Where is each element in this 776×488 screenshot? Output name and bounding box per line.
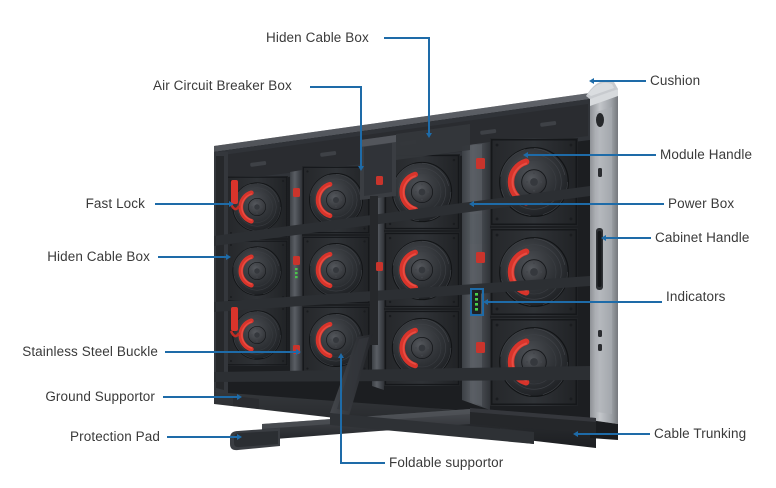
cushion-part	[586, 80, 618, 99]
label-protection-pad: Protection Pad	[70, 429, 160, 444]
leader-acb-h	[310, 86, 362, 88]
leader-hiden-cable-box-left	[158, 256, 228, 258]
label-cushion: Cushion	[650, 73, 701, 88]
arrowhead-stainless-steel-buckle	[296, 348, 301, 355]
label-fast-lock: Fast Lock	[85, 196, 145, 211]
label-indicators: Indicators	[666, 289, 726, 304]
leader-foldable-h	[340, 462, 385, 464]
arrowhead-cushion	[589, 77, 594, 84]
leader-hiden-cable-box-top-v	[428, 37, 430, 135]
cabinet-side-panel	[590, 89, 618, 424]
arrowhead-cabinet-handle	[601, 234, 606, 241]
leader-indicators	[488, 301, 662, 303]
indicators-highlight-box	[470, 288, 484, 316]
leader-protection-pad	[167, 436, 239, 438]
arrowhead-foldable	[338, 353, 344, 358]
label-air-circuit-breaker-box: Air Circuit Breaker Box	[153, 78, 292, 93]
arrowhead-indicators	[483, 298, 488, 305]
arrowhead-power-box	[469, 200, 474, 207]
arrowhead-cable-trunking	[573, 430, 578, 437]
leader-hiden-cable-box-top-h	[384, 37, 430, 39]
leader-fast-lock	[155, 203, 231, 205]
leader-power-box	[474, 203, 664, 205]
leader-ground-supportor	[163, 396, 239, 398]
power-box-part	[466, 214, 488, 244]
leader-foldable-v	[340, 356, 342, 463]
label-power-box: Power Box	[668, 196, 735, 211]
arrowhead-hiden-cable-box-left	[226, 253, 231, 260]
leader-cabinet-handle	[606, 237, 651, 239]
leader-module-handle	[528, 154, 656, 156]
label-cable-trunking: Cable Trunking	[654, 426, 747, 441]
label-cabinet-handle: Cabinet Handle	[655, 230, 750, 245]
leader-cushion	[594, 80, 646, 82]
leader-acb-v	[360, 86, 362, 168]
indicators-part	[472, 290, 481, 314]
label-foldable-supportor: Foldable supportor	[389, 455, 504, 470]
label-stainless-steel-buckle: Stainless Steel Buckle	[22, 344, 158, 359]
label-hiden-cable-box-left: Hiden Cable Box	[47, 249, 150, 264]
leader-cable-trunking	[578, 433, 650, 435]
arrowhead-acb	[357, 166, 364, 171]
cabinet-column-4	[490, 138, 578, 406]
hiden-cable-box-part	[396, 124, 470, 160]
leader-stainless-steel-buckle	[165, 351, 298, 353]
label-module-handle: Module Handle	[660, 147, 753, 162]
air-circuit-breaker-box-part	[360, 135, 396, 345]
label-hiden-cable-box-top: Hiden Cable Box	[266, 30, 369, 45]
label-ground-supportor: Ground Supportor	[45, 389, 155, 404]
cabinet-column-1	[226, 176, 288, 366]
arrowhead-fast-lock	[229, 200, 234, 207]
arrowhead-protection-pad	[237, 433, 242, 440]
arrowhead-module-handle	[523, 151, 528, 158]
arrowhead-hiden-cable-box-top	[425, 133, 432, 138]
arrowhead-ground-supportor	[237, 393, 242, 400]
